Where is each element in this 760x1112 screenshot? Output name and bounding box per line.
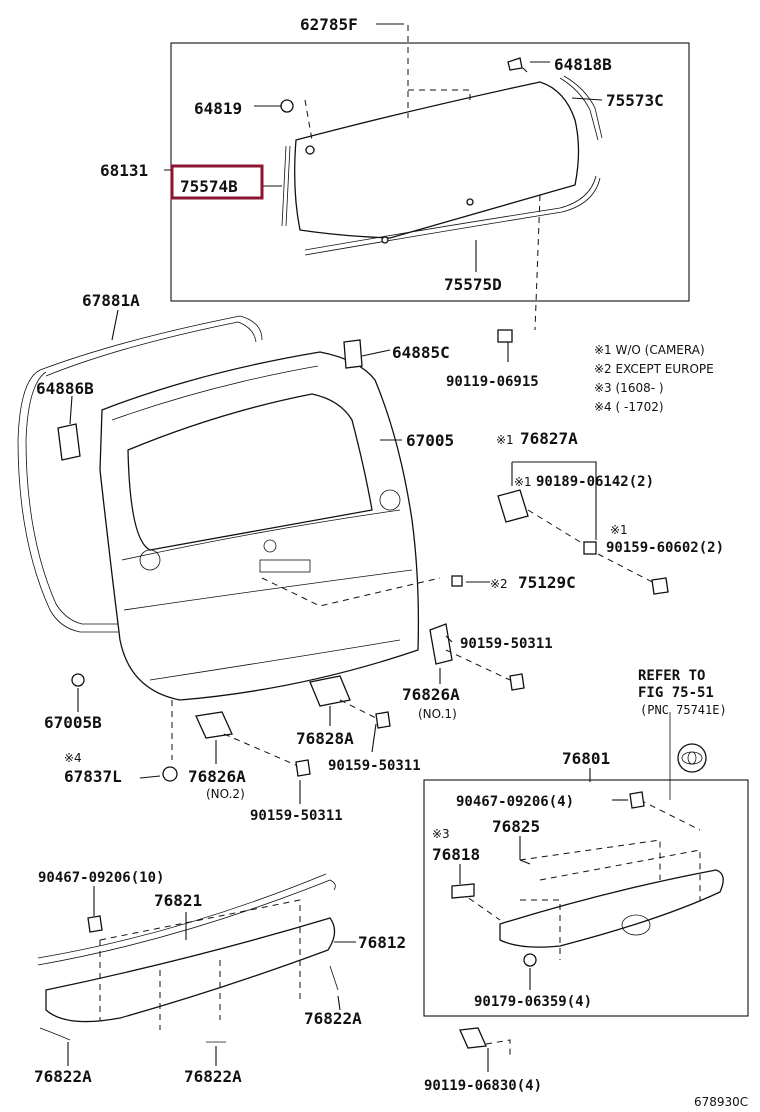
label-67005: 67005 bbox=[406, 431, 454, 450]
spoiler-76812 bbox=[45, 917, 336, 1023]
label-75575D: 75575D bbox=[444, 275, 502, 294]
label-90467-09206-10: 90467-09206(10) bbox=[38, 870, 164, 886]
mark-67837l: ※4 bbox=[64, 751, 82, 765]
label-64886B: 64886B bbox=[36, 379, 94, 398]
moulding-right bbox=[559, 77, 599, 141]
bolt-90119-06830 bbox=[459, 1027, 487, 1049]
clip-90467-09206-10 bbox=[87, 915, 103, 933]
label-90179-06359: 90179-06359(4) bbox=[474, 994, 592, 1010]
label-76827A: 76827A bbox=[520, 429, 578, 448]
bracket-76827a bbox=[497, 489, 529, 523]
rear-glass bbox=[294, 81, 580, 239]
label-75129C: 75129C bbox=[518, 573, 576, 592]
back-door-garnish bbox=[499, 869, 724, 948]
label-90159-50311-c: 90159-50311 bbox=[250, 808, 343, 824]
note-4: ※4 ( -1702) bbox=[594, 400, 664, 414]
label-76812: 76812 bbox=[358, 933, 406, 952]
side-moulding-left bbox=[281, 145, 287, 227]
label-64819: 64819 bbox=[194, 99, 242, 118]
note-3: ※3 (1608- ) bbox=[594, 381, 664, 395]
label-90159-50311-b: 90159-50311 bbox=[328, 758, 421, 774]
bracket-64886b bbox=[57, 423, 81, 461]
mark-90189: ※1 bbox=[514, 475, 532, 489]
weatherstrip bbox=[17, 369, 124, 633]
mark-90159-60602: ※1 bbox=[610, 523, 628, 537]
note-1: ※1 W/O (CAMERA) bbox=[594, 343, 705, 357]
label-90119-06915: 90119-06915 bbox=[446, 374, 539, 390]
clip-64818b bbox=[507, 57, 523, 71]
label-76821: 76821 bbox=[154, 891, 202, 910]
refer-line-1[interactable]: REFER TO bbox=[638, 668, 705, 684]
label-64818B: 64818B bbox=[554, 55, 612, 74]
label-68131: 68131 bbox=[100, 161, 148, 180]
part-67837l bbox=[162, 766, 178, 782]
label-76822A-left: 76822A bbox=[34, 1067, 92, 1086]
clip-64819 bbox=[280, 99, 294, 113]
label-76826A-no1: 76826A bbox=[402, 685, 460, 704]
drawing-number: 678930C bbox=[694, 1095, 748, 1109]
refer-line-2[interactable]: FIG 75-51 bbox=[638, 685, 714, 701]
door-window-opening bbox=[127, 393, 373, 551]
part-76818 bbox=[451, 883, 475, 899]
tape-76822a-left bbox=[39, 1027, 71, 1041]
garnish-76821 bbox=[37, 879, 336, 966]
bracket-76826a-no1 bbox=[429, 623, 453, 665]
bracket-76828a bbox=[309, 675, 351, 707]
label-76828A: 76828A bbox=[296, 729, 354, 748]
part-75129c bbox=[451, 575, 463, 587]
label-67881A: 67881A bbox=[82, 291, 140, 310]
mark-76827a: ※1 bbox=[496, 433, 514, 447]
label-76822A-center: 76822A bbox=[184, 1067, 242, 1086]
label-62785F: 62785F bbox=[300, 15, 358, 34]
bolt-upper-right bbox=[651, 577, 669, 595]
label-76825: 76825 bbox=[492, 817, 540, 836]
bolt-90119-06915 bbox=[497, 329, 513, 343]
label-no1: (NO.1) bbox=[418, 707, 457, 721]
tape-76822a-right bbox=[329, 965, 339, 991]
label-90159-50311-a: 90159-50311 bbox=[460, 636, 553, 652]
label-76822A-right: 76822A bbox=[304, 1009, 362, 1028]
part-67005b bbox=[71, 673, 85, 687]
label-90189-06142: 90189-06142(2) bbox=[536, 474, 654, 490]
mark-75129c: ※2 bbox=[490, 577, 508, 591]
note-2: ※2 EXCEPT EUROPE bbox=[594, 362, 714, 376]
moulding-lower bbox=[304, 175, 597, 251]
label-67005B: 67005B bbox=[44, 713, 102, 732]
bracket-64885c bbox=[343, 339, 363, 369]
clip-90467-09206-4 bbox=[629, 791, 645, 809]
label-76826A-no2: 76826A bbox=[188, 767, 246, 786]
nut-90159-60602 bbox=[583, 541, 597, 555]
label-90119-06830: 90119-06830(4) bbox=[424, 1078, 542, 1094]
label-no2: (NO.2) bbox=[206, 787, 245, 801]
emblem-toyota-icon bbox=[677, 743, 707, 773]
label-75573C: 75573C bbox=[606, 91, 664, 110]
garnish-group-box bbox=[423, 779, 749, 1017]
label-90467-09206-4: 90467-09206(4) bbox=[456, 794, 574, 810]
door-latch-area bbox=[259, 559, 311, 573]
label-64885C: 64885C bbox=[392, 343, 450, 362]
label-90159-60602: 90159-60602(2) bbox=[606, 540, 724, 556]
label-76801: 76801 bbox=[562, 749, 610, 768]
nut-90179-06359 bbox=[523, 953, 537, 967]
bracket-76826a-no2 bbox=[195, 711, 233, 739]
mark-76818: ※3 bbox=[432, 827, 450, 841]
label-75574B: 75574B bbox=[180, 177, 238, 196]
label-67837L: 67837L bbox=[64, 767, 122, 786]
highlight-box-75574b bbox=[170, 164, 264, 200]
refer-line-3[interactable]: (PNC 75741E) bbox=[640, 703, 727, 717]
label-76818: 76818 bbox=[432, 845, 480, 864]
